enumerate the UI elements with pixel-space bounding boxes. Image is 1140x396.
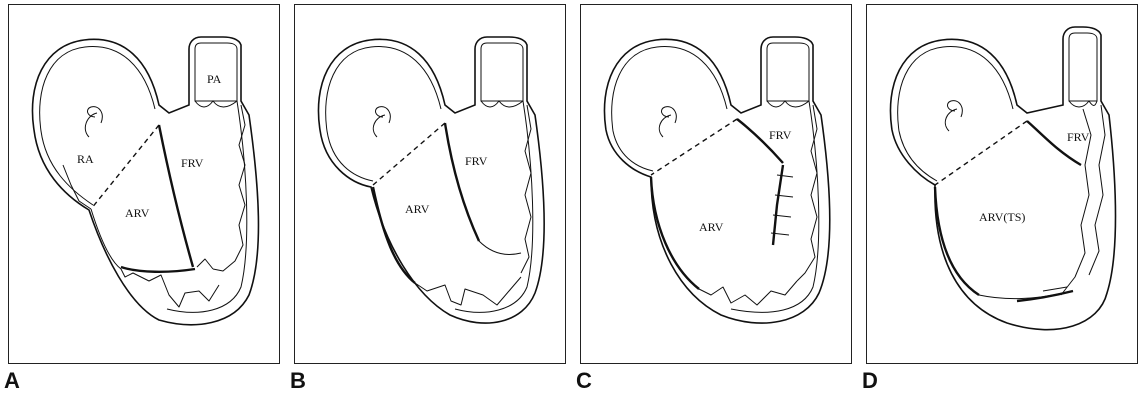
panel-letter-c: C — [576, 368, 592, 394]
label-frv: FRV — [181, 156, 204, 170]
panel-letter-b: B — [290, 368, 306, 394]
label-arv: ARV — [125, 206, 150, 220]
label-arv: ARV — [405, 202, 430, 216]
label-frv: FRV — [465, 154, 488, 168]
label-pa: PA — [207, 72, 222, 86]
label-frv: FRV — [1067, 130, 1090, 144]
label-ra: RA — [77, 152, 94, 166]
heart-diagram-b: FRV ARV — [295, 5, 567, 365]
label-arv-ts: ARV(TS) — [979, 210, 1025, 224]
label-frv: FRV — [769, 128, 792, 142]
panel-letter-d: D — [862, 368, 878, 394]
panel-c: FRV ARV — [580, 4, 852, 364]
label-arv: ARV — [699, 220, 724, 234]
panel-d: FRV ARV(TS) — [866, 4, 1138, 364]
heart-diagram-a: PA RA FRV ARV — [9, 5, 281, 365]
panel-a: PA RA FRV ARV — [8, 4, 280, 364]
heart-diagram-c: FRV ARV — [581, 5, 853, 365]
heart-diagram-d: FRV ARV(TS) — [867, 5, 1139, 365]
panel-b: FRV ARV — [294, 4, 566, 364]
panel-letter-a: A — [4, 368, 20, 394]
